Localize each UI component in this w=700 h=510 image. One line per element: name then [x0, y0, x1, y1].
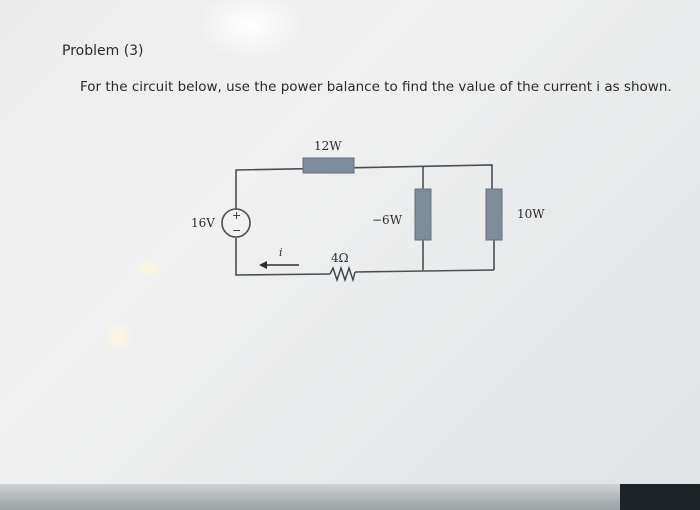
wire-bottom	[235, 238, 331, 276]
right-resistor	[485, 188, 503, 241]
desk-edge	[0, 484, 700, 510]
top-resistor-label: 12W	[314, 139, 342, 153]
light-spot	[104, 322, 132, 352]
middle-resistor	[414, 188, 432, 241]
light-spot	[134, 258, 162, 278]
problem-statement: For the circuit below, use the power bal…	[80, 79, 672, 95]
wire-bottom-right	[354, 269, 495, 273]
source-minus-sign: −	[232, 224, 241, 237]
right-resistor-label: 10W	[517, 207, 545, 221]
middle-resistor-label: −6W	[372, 213, 403, 227]
source-label: 16V	[191, 216, 215, 230]
desk-corner	[620, 484, 700, 510]
wire-top	[235, 164, 493, 209]
current-arrow-head	[259, 261, 267, 269]
source-plus-sign: +	[232, 209, 241, 222]
top-resistor	[302, 157, 355, 174]
voltage-source	[221, 208, 251, 238]
light-glare	[195, 0, 305, 60]
bottom-resistor-label: 4Ω	[331, 251, 349, 265]
problem-title: Problem (3)	[62, 43, 144, 59]
bottom-resistor	[329, 265, 356, 283]
current-label: i	[279, 246, 283, 259]
